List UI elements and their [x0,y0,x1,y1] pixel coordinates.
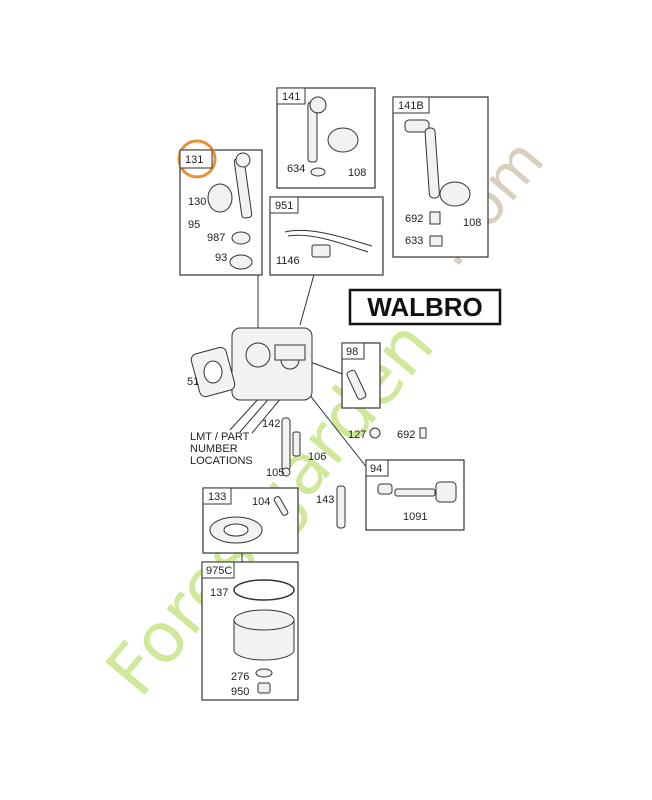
part-987[interactable]: 987 [207,232,225,244]
carburetor-body [231,327,313,401]
part-93[interactable]: 93 [215,252,227,264]
gasket-51: 51 [187,346,236,398]
part-1091[interactable]: 1091 [403,511,427,523]
group-141: 141 634 108 [276,87,376,189]
part-51[interactable]: 51 [187,376,199,388]
tag-951[interactable]: 951 [275,200,293,212]
part-142[interactable]: 142 [262,418,280,430]
group-94: 94 1091 [365,459,465,531]
part-692[interactable]: 692 [397,429,415,441]
part-location-note: LMT / PART NUMBER LOCATIONS [190,431,253,467]
group-141b: 141B 692 633 108 [392,96,489,258]
tag-131[interactable]: 131 [185,154,203,166]
highlight-ring [177,139,217,179]
loose-parts: 142 106 105 143 127 692 [262,417,427,529]
part-1146[interactable]: 1146 [276,255,300,267]
group-98: 98 [341,342,381,409]
part-106[interactable]: 106 [308,451,326,463]
part-276[interactable]: 276 [231,671,249,683]
group-951: 951 1146 [269,196,384,276]
tag-133[interactable]: 133 [208,491,226,503]
tag-94[interactable]: 94 [370,463,382,475]
part-95[interactable]: 95 [188,219,200,231]
part-692-141b[interactable]: 692 [405,213,423,225]
part-634[interactable]: 634 [287,163,305,175]
tag-141[interactable]: 141 [282,91,300,103]
group-133: 133 104 [202,487,299,554]
part-137[interactable]: 137 [210,587,228,599]
part-633[interactable]: 633 [405,235,423,247]
group-131: 131 130 95 987 93 [177,139,263,276]
note-line-2: NUMBER [190,443,238,455]
tag-141b[interactable]: 141B [398,100,424,112]
part-108-141b[interactable]: 108 [463,217,481,229]
note-line-3: LOCATIONS [190,455,253,467]
note-line-1: LMT / PART [190,431,250,443]
part-143[interactable]: 143 [316,494,334,506]
brand-text: WALBRO [367,292,483,322]
part-950[interactable]: 950 [231,686,249,698]
part-108[interactable]: 108 [348,167,366,179]
part-104[interactable]: 104 [252,496,270,508]
tag-975c[interactable]: 975C [206,565,232,577]
part-105[interactable]: 105 [266,467,284,479]
brand-label: WALBRO [348,288,502,326]
group-975c: 975C 137 276 950 [201,561,299,701]
part-130[interactable]: 130 [188,196,206,208]
part-127[interactable]: 127 [348,429,366,441]
tag-98[interactable]: 98 [346,346,358,358]
